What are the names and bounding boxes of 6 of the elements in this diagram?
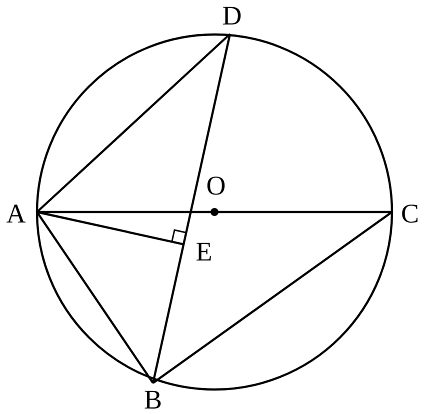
point-label: A bbox=[6, 200, 26, 228]
point-label: D bbox=[222, 2, 242, 30]
point-label: O bbox=[206, 172, 226, 200]
point-label: C bbox=[401, 200, 419, 228]
point-label: E bbox=[196, 238, 212, 266]
point-label: B bbox=[144, 386, 162, 414]
